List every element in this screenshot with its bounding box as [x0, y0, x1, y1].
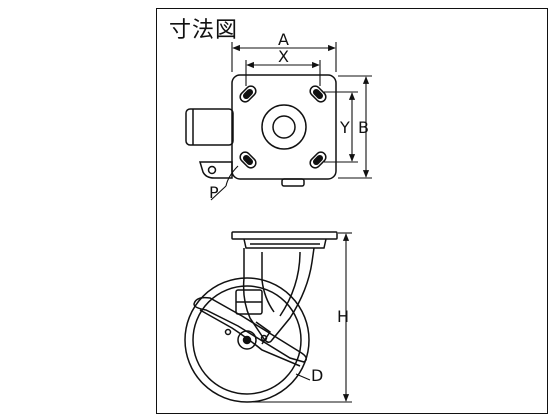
center-outer-ring: [261, 104, 307, 150]
brake-housing: [185, 108, 234, 146]
top-view: [185, 74, 337, 201]
bolt-slot-top-left: [239, 85, 257, 103]
label-H: H: [337, 307, 349, 326]
label-X: X: [278, 47, 289, 66]
label-B: B: [358, 118, 369, 137]
brake-lever: [193, 296, 307, 363]
mounting-plate: [231, 231, 338, 240]
fork: [242, 247, 315, 343]
brake-pedal-top: [198, 161, 233, 179]
label-A: A: [278, 30, 289, 49]
bottom-lug: [281, 178, 305, 187]
label-P: P: [209, 183, 219, 202]
top-dimensions: [231, 42, 372, 179]
side-dimensions: [250, 232, 352, 403]
center-inner-ring: [272, 115, 296, 139]
drawing-frame: [156, 8, 548, 414]
bolt-slot-top-right: [309, 85, 327, 103]
bolt-slot-bottom-left: [239, 151, 257, 169]
drawing-title: 寸法図: [169, 18, 239, 43]
side-view: [184, 231, 338, 403]
label-Y: Y: [339, 118, 350, 137]
swivel-race: [243, 238, 327, 249]
wheel-outer: [184, 277, 310, 403]
wheel-inner: [192, 285, 302, 395]
label-D: D: [311, 366, 323, 385]
bolt-slot-bottom-right: [309, 151, 327, 169]
